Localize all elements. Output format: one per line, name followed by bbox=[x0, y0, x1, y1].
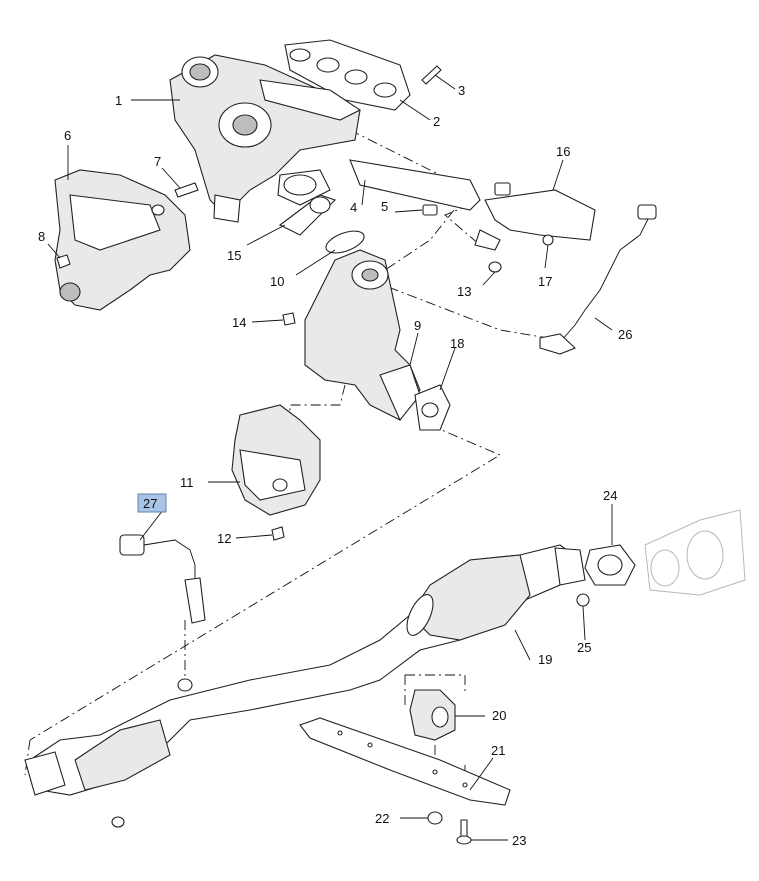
part-turbo-outlet-gasket bbox=[278, 194, 337, 236]
part-converter-gasket bbox=[414, 384, 451, 431]
part-flange-gasket bbox=[584, 544, 636, 586]
callout-21[interactable]: 21 bbox=[491, 743, 505, 758]
part-catalytic-converter-upper bbox=[304, 249, 421, 422]
callout-16[interactable]: 16 bbox=[556, 144, 570, 159]
ghost-rear-pipe bbox=[644, 509, 746, 596]
callout-19[interactable]: 19 bbox=[538, 652, 552, 667]
callout-18[interactable]: 18 bbox=[450, 336, 464, 351]
callout-7[interactable]: 7 bbox=[154, 154, 161, 169]
part-shield-bolt bbox=[542, 234, 554, 246]
part-exhaust-pipe bbox=[24, 544, 586, 796]
part-ring-gasket bbox=[325, 230, 365, 254]
callout-5[interactable]: 5 bbox=[381, 199, 388, 214]
callout-labels: 1 2 3 4 5 6 7 8 9 10 11 12 13 14 15 16 1… bbox=[38, 83, 632, 848]
part-converter-lower-shield bbox=[231, 404, 321, 516]
callout-17[interactable]: 17 bbox=[538, 274, 552, 289]
part-stud bbox=[421, 65, 442, 85]
callout-25[interactable]: 25 bbox=[577, 640, 591, 655]
part-heat-shield-gasket bbox=[349, 159, 481, 211]
callout-11[interactable]: 11 bbox=[180, 475, 194, 490]
callout-3[interactable]: 3 bbox=[458, 83, 465, 98]
part-bracket-bolt bbox=[456, 819, 472, 845]
part-sensor-plug bbox=[422, 204, 438, 216]
callout-27[interactable]: 27 bbox=[143, 496, 157, 511]
callout-8[interactable]: 8 bbox=[38, 229, 45, 244]
callout-27-highlight-box[interactable] bbox=[137, 493, 167, 513]
part-converter-heat-shield bbox=[474, 182, 596, 251]
part-nut bbox=[56, 254, 71, 269]
part-manifold-gasket bbox=[284, 39, 411, 111]
callout-1[interactable]: 1 bbox=[115, 93, 122, 108]
callout-24[interactable]: 24 bbox=[603, 488, 617, 503]
callout-9[interactable]: 9 bbox=[414, 318, 421, 333]
part-manifold-heat-shield bbox=[54, 169, 191, 311]
part-pipe-flange-nut bbox=[111, 816, 125, 828]
leader-lines bbox=[47, 74, 613, 841]
callout-10[interactable]: 10 bbox=[270, 274, 284, 289]
part-shield-nut bbox=[488, 261, 502, 273]
callout-14[interactable]: 14 bbox=[232, 315, 246, 330]
part-flange-nut bbox=[576, 593, 590, 607]
part-turbocharger bbox=[169, 54, 362, 223]
callout-2[interactable]: 2 bbox=[433, 114, 440, 129]
callout-6[interactable]: 6 bbox=[64, 128, 71, 143]
callout-23[interactable]: 23 bbox=[512, 833, 526, 848]
callout-26[interactable]: 26 bbox=[618, 327, 632, 342]
assembly-lines bbox=[24, 129, 561, 790]
part-hanger-bracket bbox=[299, 717, 511, 806]
part-bolt bbox=[174, 182, 199, 198]
callout-4[interactable]: 4 bbox=[350, 200, 357, 215]
callout-15[interactable]: 15 bbox=[227, 248, 241, 263]
part-oxygen-sensor-front bbox=[539, 204, 657, 355]
part-converter-nut bbox=[282, 312, 296, 326]
callout-22[interactable]: 22 bbox=[375, 811, 389, 826]
callout-20[interactable]: 20 bbox=[492, 708, 506, 723]
callout-13[interactable]: 13 bbox=[457, 284, 471, 299]
part-oxygen-sensor-rear bbox=[119, 534, 206, 624]
part-rubber-hanger bbox=[409, 689, 456, 741]
part-shield-lower-bolt bbox=[271, 526, 285, 541]
part-bracket-nut bbox=[427, 811, 443, 825]
callout-12[interactable]: 12 bbox=[217, 531, 231, 546]
